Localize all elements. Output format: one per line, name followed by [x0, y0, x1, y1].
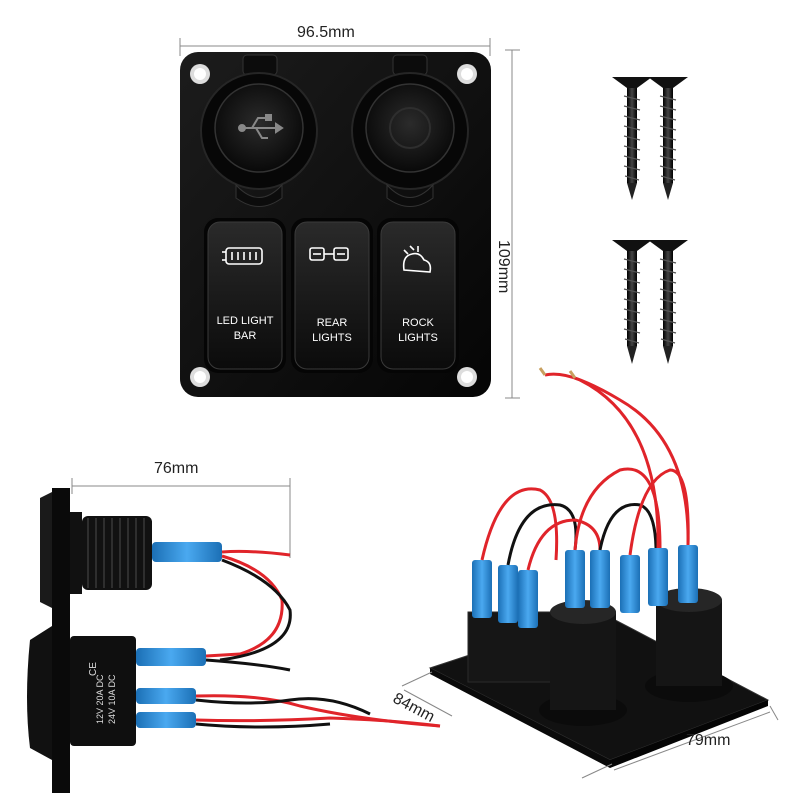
screw — [612, 77, 652, 200]
socket-body — [539, 600, 627, 726]
connector — [136, 712, 196, 728]
svg-text:CE: CE — [88, 662, 99, 676]
switch-label-rear-lights: REAR LIGHTS — [312, 317, 352, 344]
mounting-hole — [457, 64, 477, 84]
rocker-switch-rear-lights — [291, 218, 373, 373]
switch-panel-perspective — [428, 367, 770, 768]
connector — [136, 688, 196, 704]
switch-rating-label: 12V 20A DC 24V 10A DC CE — [88, 662, 117, 724]
screw — [612, 240, 652, 364]
switch-label-led-light-bar: LED LIGHT BAR — [216, 315, 274, 342]
side-depth-dimension-label: 76mm — [154, 460, 199, 477]
socket-body — [645, 588, 733, 702]
mounting-hole — [190, 367, 210, 387]
rocker-switch-rock-lights — [377, 218, 459, 373]
usb-icon — [238, 114, 284, 139]
perspective-dimension-lines — [401, 671, 779, 779]
12v-socket — [351, 54, 469, 207]
rocker-switch-led-light-bar — [204, 218, 286, 373]
mounting-hole — [190, 64, 210, 84]
connector — [136, 648, 206, 666]
usb-socket — [200, 54, 318, 207]
switch-panel-side-view: 12V 20A DC 24V 10A DC CE — [27, 488, 441, 793]
svg-text:12V 20A DC: 12V 20A DC — [95, 674, 105, 724]
switch-label-rock-lights: ROCK LIGHTS — [398, 317, 438, 344]
width-dimension-label: 96.5mm — [297, 24, 355, 41]
side-dimension-lines — [71, 478, 291, 558]
mounting-hole — [457, 367, 477, 387]
led-light-bar-icon — [222, 247, 263, 265]
connector — [152, 542, 222, 562]
height-dimension-label: 109mm — [495, 240, 512, 294]
svg-text:24V 10A DC: 24V 10A DC — [107, 674, 117, 724]
base-width-dimension-label: 79mm — [686, 732, 731, 749]
rear-lights-icon — [309, 247, 349, 261]
screw — [648, 240, 688, 364]
switch-panel-front — [180, 52, 491, 397]
screw — [648, 77, 688, 200]
front-dimension-lines — [179, 38, 520, 399]
socket-threaded-body — [82, 516, 152, 590]
rock-lights-icon — [402, 245, 432, 273]
